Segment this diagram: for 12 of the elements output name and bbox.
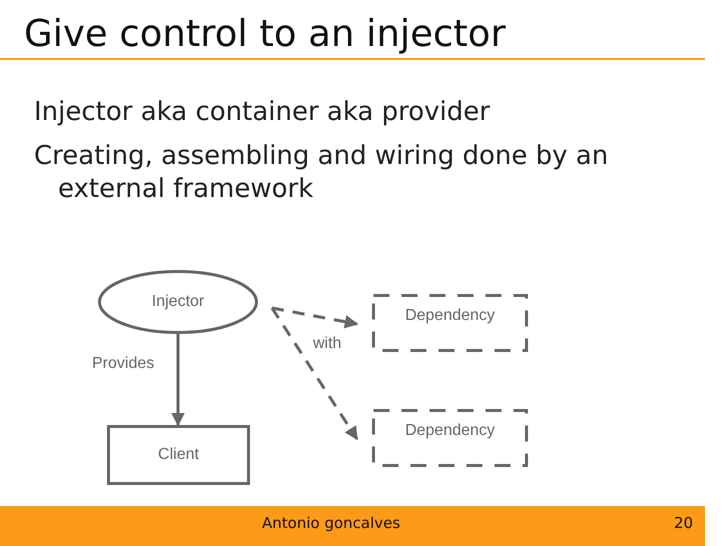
arrow — [171, 334, 185, 426]
author-name: Antonio goncalves — [262, 514, 400, 533]
process-box: Client — [107, 425, 250, 485]
ellipse-node: Injector — [98, 270, 258, 334]
arrow — [270, 307, 358, 440]
dashed-box: Dependency — [372, 409, 528, 467]
page-number: 20 — [674, 514, 694, 533]
bullet-text: Injector aka container aka provider — [34, 96, 491, 128]
bullet-text: Creating, assembling and wiring done by an external framework — [34, 140, 610, 205]
dashed-box: Dependency — [372, 294, 528, 352]
arrow — [272, 306, 358, 328]
slide-title: Give control to an injector — [24, 12, 506, 55]
